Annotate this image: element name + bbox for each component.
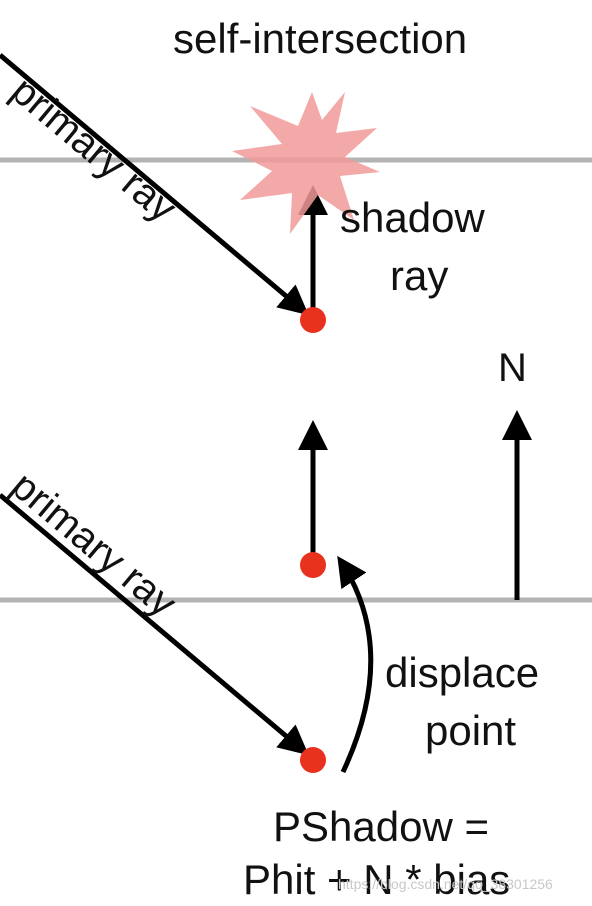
displace-label-line1: displace (385, 649, 540, 696)
bottom-primary-ray-arrow (0, 493, 309, 756)
displace-curve-arrow (337, 555, 374, 774)
displaced-point (300, 552, 326, 578)
shadow-ray-label-line2: ray (390, 252, 449, 299)
top-primary-ray-arrow (0, 53, 309, 316)
shadow-ray-label-line1: shadow (340, 194, 485, 241)
formula-line1: PShadow = (273, 803, 489, 850)
diagram-title: self-intersection (173, 15, 468, 62)
displace-label-line2: point (425, 707, 517, 754)
top-hit-point (300, 307, 326, 333)
normal-label: N (498, 346, 527, 390)
bottom-hit-point (300, 747, 326, 773)
watermark: https://blog.csdn.net/qq_38301256 (338, 876, 553, 892)
self-intersection-burst (232, 92, 380, 234)
formula-line2: Phit + N * bias (243, 856, 511, 903)
